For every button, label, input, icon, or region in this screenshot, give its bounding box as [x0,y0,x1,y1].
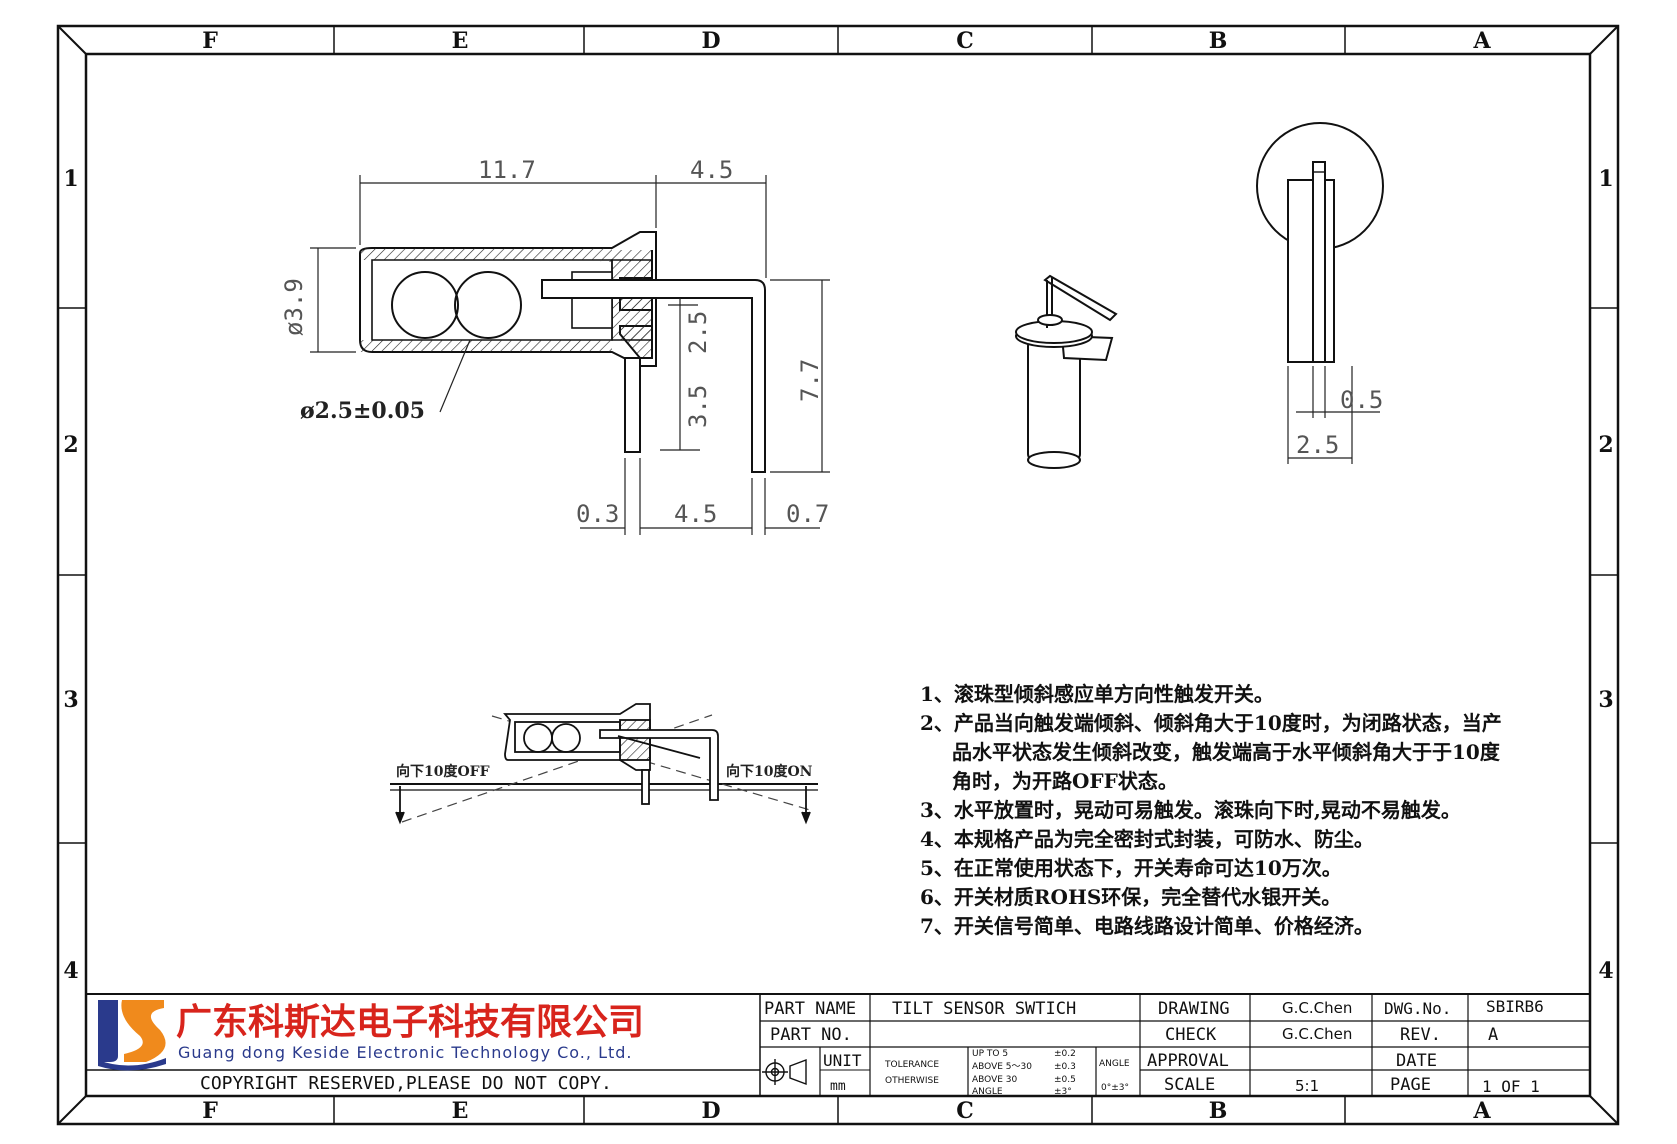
drawing-label: DRAWING [1158,999,1230,1019]
dim-length-4-5-top: 4.5 [690,156,733,184]
note-line-2-cont-2: 角时，为开路OFF状态。 [952,769,1178,793]
tol-row1-label: UP TO 5 [972,1049,1008,1059]
isometric-view [1015,274,1118,469]
zone-col-bottom-6: A [1472,1098,1491,1124]
dim-2-5-side: 2.5 [1296,431,1339,459]
zone-col-top-5: B [1209,28,1228,54]
zone-col-bottom-2: E [452,1098,469,1124]
dim-length-11-7: 11.7 [478,156,536,184]
scale-label: SCALE [1164,1075,1215,1095]
note-line-4: 4、本规格产品为完全密封式封装，可防水、防尘。 [920,827,1374,851]
dwg-no-label: DWG.No. [1384,999,1451,1018]
note-line-7: 7、开关信号简单、电路线路设计简单、价格经济。 [920,914,1374,938]
end-view-dimensions [1287,366,1380,464]
copyright-text: COPYRIGHT RESERVED,PLEASE DO NOT COPY. [200,1073,612,1094]
logo-text: JS [119,1041,129,1050]
part-no-label: PART NO. [770,1025,852,1045]
tolerance-label: TOLERANCE [884,1060,939,1070]
zone-row-left-2: 2 [63,432,78,458]
zone-row-right-1: 1 [1598,166,1613,192]
otherwise-label: OTHERWISE [885,1076,939,1086]
section-dimensions [310,175,830,535]
company-logo: JS [98,1000,166,1071]
tol-row3-label: ABOVE 30 [972,1075,1018,1085]
zone-col-top-6: A [1472,28,1491,54]
rev-label: REV. [1400,1025,1441,1045]
company-name-cn: 广东科斯达电子科技有限公司 [176,1002,644,1043]
dim-0-5: 0.5 [1340,386,1383,414]
dim-diameter-3-9: ø3.9 [280,278,308,336]
technical-notes: 1、滚珠型倾斜感应单方向性触发开关。 2、产品当向触发端倾斜、倾斜角大于10度时… [920,680,1580,941]
zone-row-left-4: 4 [63,958,78,984]
drawing-value: G.C.Chen [1282,999,1352,1017]
zone-col-bottom-5: B [1209,1098,1228,1124]
approval-label: APPROVAL [1147,1051,1229,1071]
unit-value: mm [830,1079,846,1094]
end-view [1256,122,1384,363]
tilt-diagram [390,703,818,825]
part-name-value: TILT SENSOR SWTICH [892,999,1076,1019]
zone-row-left-1: 1 [63,166,78,192]
check-value: G.C.Chen [1282,1025,1352,1043]
company-name-en: Guang dong Keside Electronic Technology … [178,1043,633,1062]
rev-value: A [1488,1025,1498,1045]
angle-label: ANGLE [1099,1059,1130,1069]
dim-7-7: 7.7 [796,359,824,402]
dim-ball-diameter: ø2.5±0.05 [300,398,425,424]
note-line-3: 3、水平放置时，晃动可易触发。滚珠向下时,晃动不易触发。 [920,798,1461,822]
zone-col-bottom-4: C [956,1098,974,1124]
zone-row-right-3: 3 [1598,687,1613,713]
projection-symbol-icon [762,1058,807,1086]
note-line-1: 1、滚珠型倾斜感应单方向性触发开关。 [920,682,1274,706]
tol-row2-label: ABOVE 5～30 [972,1062,1032,1072]
part-name-label: PART NAME [764,999,856,1019]
zone-col-top-3: D [701,28,720,54]
title-block [86,993,1590,1096]
dim-3-5: 3.5 [684,385,712,428]
zone-row-right-4: 4 [1598,958,1613,984]
zone-col-bottom-3: D [701,1098,720,1124]
drawing-frame [56,24,1620,1126]
date-label: DATE [1396,1051,1437,1071]
note-line-6: 6、开关材质ROHS环保，完全替代水银开关。 [920,885,1342,909]
dim-0-3: 0.3 [576,500,619,528]
section-view [359,231,766,473]
note-line-2: 2、产品当向触发端倾斜、倾斜角大于10度时，为闭路状态，当产 [920,711,1502,735]
page-label: PAGE [1390,1075,1431,1095]
dim-0-7: 0.7 [786,500,829,528]
zone-col-top-1: F [202,28,218,54]
zone-row-right-2: 2 [1598,432,1613,458]
tol-row4-label: ANGLE [972,1087,1003,1097]
dim-2-5: 2.5 [684,311,712,354]
zone-col-bottom-1: F [202,1098,218,1124]
scale-value: 5:1 [1295,1077,1319,1095]
unit-label: UNIT [823,1051,862,1070]
zone-col-top-4: C [956,28,974,54]
zone-row-left-3: 3 [63,687,78,713]
dwg-no-value: SBIRB6 [1486,997,1544,1016]
tol-row3-value: ±0.5 [1054,1075,1076,1085]
angle-value: 0°±3° [1101,1083,1129,1093]
check-label: CHECK [1165,1025,1217,1045]
tilt-label-off: 向下10度OFF [396,763,490,780]
page-value: 1 OF 1 [1482,1077,1540,1096]
tilt-label-on: 向下10度ON [726,763,813,780]
tol-row2-value: ±0.3 [1054,1062,1076,1072]
note-line-5: 5、在正常使用状态下，开关寿命可达10万次。 [920,856,1342,880]
zone-col-top-2: E [452,28,469,54]
note-line-2-cont-1: 品水平状态发生倾斜改变，触发端高于水平倾斜角大于于10度 [952,740,1500,764]
tol-row4-value: ±3° [1054,1087,1072,1097]
tol-row1-value: ±0.2 [1054,1049,1076,1059]
dim-4-5-bottom: 4.5 [674,500,717,528]
